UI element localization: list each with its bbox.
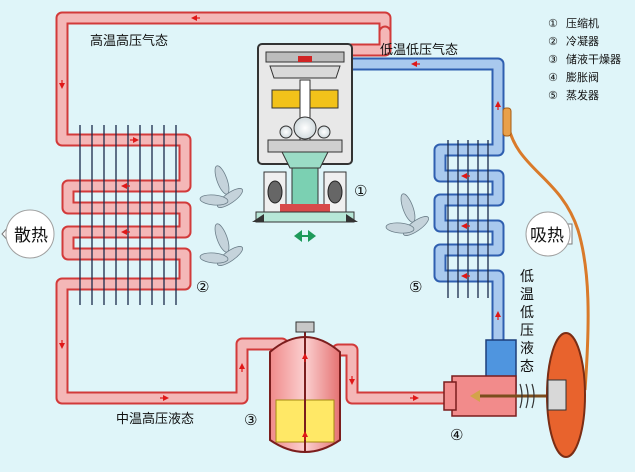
- condenser-number: ②: [196, 278, 209, 296]
- compressor: [252, 43, 358, 223]
- flow-arrows: [59, 15, 419, 440]
- condenser-fan-icon: [199, 165, 244, 266]
- svg-text:低: 低: [520, 305, 534, 321]
- legend-text-2: 冷凝器: [566, 34, 599, 48]
- expansion-valve: [443, 332, 586, 458]
- legend-num-5: ⑤: [548, 89, 558, 102]
- legend: ① 压缩机 ② 冷凝器 ③ 储液干燥器 ④ 膨胀阀 ⑤ 蒸发器: [548, 16, 621, 102]
- rotation-arrow-icon: [294, 230, 316, 242]
- legend-text-3: 储液干燥器: [566, 52, 621, 66]
- capillary-tube: [502, 107, 590, 391]
- evaporator-fan-icon: [385, 193, 430, 236]
- legend-num-1: ①: [548, 17, 558, 30]
- mid-liquid-label: 中温高压液态: [116, 411, 194, 427]
- hot-gas-label: 高温高压气态: [90, 33, 168, 49]
- drier-number: ③: [244, 411, 257, 429]
- heat-in-label: 吸热: [530, 226, 564, 246]
- cold-liquid-label: 低 温 低 压 液 态: [520, 269, 534, 375]
- legend-text-4: 膨胀阀: [566, 70, 599, 84]
- cold-flow-arrows: [411, 61, 501, 320]
- legend-text-5: 蒸发器: [566, 88, 599, 102]
- legend-num-4: ④: [548, 71, 558, 84]
- legend-num-3: ③: [548, 53, 558, 66]
- legend-text-1: 压缩机: [566, 16, 599, 30]
- temperature-bulb: [502, 107, 512, 137]
- cold-gas-label: 低温低压气态: [380, 42, 458, 58]
- compressor-number: ①: [354, 182, 367, 200]
- legend-num-2: ②: [548, 35, 558, 48]
- heat-out-label: 散热: [14, 226, 48, 246]
- hot-refrigerant-pipe: [55, 11, 462, 405]
- svg-text:态: 态: [520, 359, 534, 375]
- svg-text:低: 低: [520, 269, 534, 285]
- evaporator-fins: [447, 140, 489, 298]
- heat-in-arrow-icon: [525, 211, 573, 257]
- expansion-valve-number: ④: [450, 426, 463, 444]
- cold-refrigerant-pipe: [343, 57, 505, 352]
- svg-text:温: 温: [520, 287, 534, 303]
- svg-text:液: 液: [520, 341, 534, 357]
- svg-text:压: 压: [520, 323, 534, 339]
- heat-out-arrow-icon: [1, 209, 55, 259]
- condenser-fins: [79, 125, 177, 305]
- evaporator-number: ⑤: [409, 278, 422, 296]
